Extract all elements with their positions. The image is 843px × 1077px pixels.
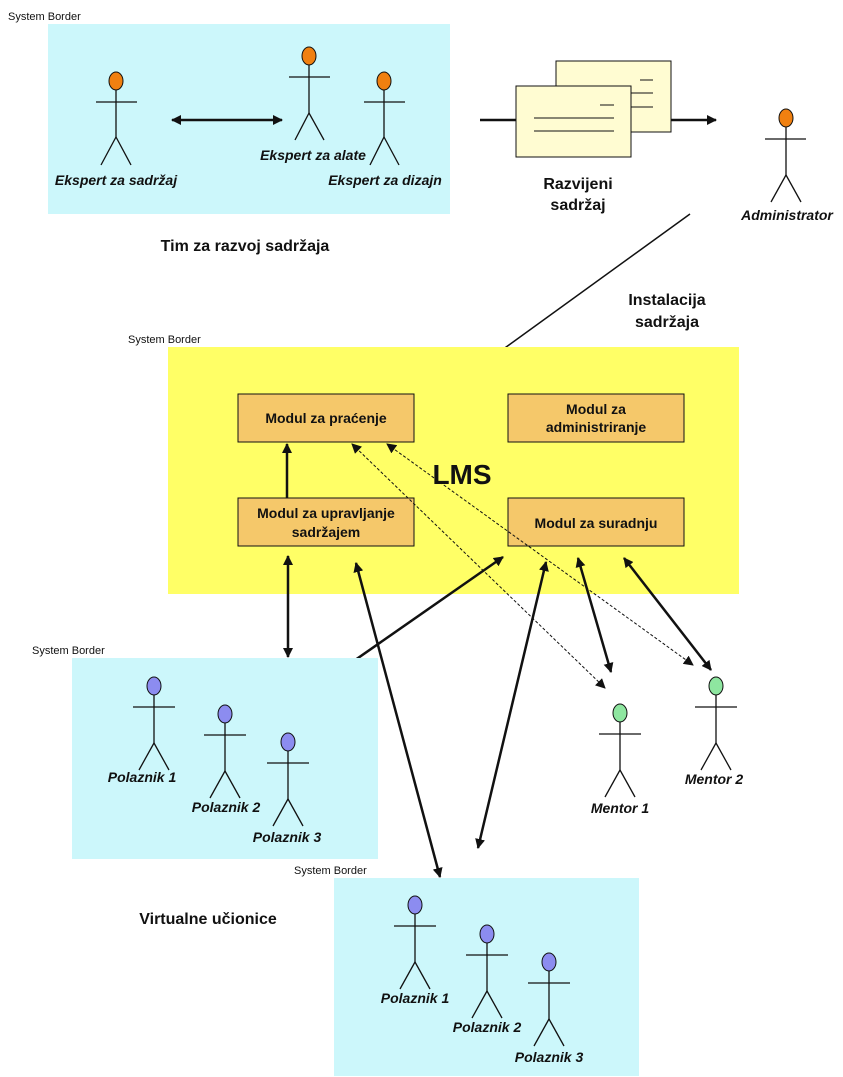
module-content-management[interactable]: Modul za upravljanje sadržajem xyxy=(237,497,415,547)
module-administration[interactable]: Modul za administriranje xyxy=(507,393,685,443)
design-expert-actor: Ekspert za dizajn xyxy=(328,71,442,188)
classroom2-student3-actor: Polaznik 3 xyxy=(515,952,584,1065)
stick-figure-icon xyxy=(528,952,570,1047)
system-border-caption-lms: System Border xyxy=(128,334,201,346)
classroom2-student1-label: Polaznik 1 xyxy=(381,990,450,1006)
design-expert-label: Ekspert za dizajn xyxy=(328,172,442,188)
administrator-actor: Administrator xyxy=(740,108,834,223)
content-expert-label: Ekspert za sadržaj xyxy=(55,172,178,188)
module-admin-label-line1: Modul za xyxy=(566,401,626,417)
stick-figure-icon xyxy=(133,676,175,771)
stick-figure-icon xyxy=(364,71,405,166)
classroom2-student2-label: Polaznik 2 xyxy=(453,1019,522,1035)
stick-figure-icon xyxy=(599,703,641,798)
mentor1-label: Mentor 1 xyxy=(591,800,650,816)
stick-figure-icon xyxy=(765,108,806,203)
stick-figure-icon xyxy=(466,924,508,1019)
module-content-label-line1: Modul za upravljanje xyxy=(257,505,395,521)
system-border-caption-classroom1: System Border xyxy=(32,645,105,657)
classroom1-student3-label: Polaznik 3 xyxy=(253,829,322,845)
classroom1-student3-actor: Polaznik 3 xyxy=(253,732,322,845)
virtual-classrooms-title: Virtualne učionice xyxy=(139,911,277,928)
team-title: Tim za razvoj sadržaja xyxy=(161,238,330,255)
stick-figure-icon xyxy=(267,732,309,827)
collab-mentor1-arrow xyxy=(575,557,614,673)
stick-figure-icon xyxy=(96,71,137,166)
module-content-label-line2: sadržajem xyxy=(292,524,360,540)
stick-figure-icon xyxy=(394,895,436,990)
classroom2-student2-actor: Polaznik 2 xyxy=(453,924,522,1035)
module-collab-label: Modul za suradnju xyxy=(535,515,658,531)
system-border-caption-classroom2: System Border xyxy=(294,865,367,877)
classroom1-student1-actor: Polaznik 1 xyxy=(108,676,177,785)
module-admin-label-line2: administriranje xyxy=(546,419,647,435)
mentor2-label: Mentor 2 xyxy=(685,771,744,787)
classroom1-student2-actor: Polaznik 2 xyxy=(192,704,261,815)
installation-label-line1: Instalacija xyxy=(628,292,705,309)
mentor2-actor: Mentor 2 xyxy=(685,676,744,787)
system-border-caption-team: System Border xyxy=(8,11,81,23)
collab-classroom2-arrow xyxy=(475,561,549,849)
tools-expert-actor: Ekspert za alate xyxy=(260,46,366,163)
installation-arrow xyxy=(483,213,691,364)
classroom2-student1-actor: Polaznik 1 xyxy=(381,895,450,1006)
lms-title: LMS xyxy=(432,459,491,490)
classroom1-student2-label: Polaznik 2 xyxy=(192,799,261,815)
module-tracking-label: Modul za praćenje xyxy=(265,410,387,426)
administrator-label: Administrator xyxy=(740,207,834,223)
module-tracking[interactable]: Modul za praćenje xyxy=(237,393,415,443)
classroom2-student3-label: Polaznik 3 xyxy=(515,1049,584,1065)
module-collaboration[interactable]: Modul za suradnju xyxy=(507,497,685,547)
document-stack-icon xyxy=(515,60,672,158)
developed-content-label-line1: Razvijeni xyxy=(543,176,612,193)
stick-figure-icon xyxy=(289,46,330,141)
classroom1-student1-label: Polaznik 1 xyxy=(108,769,177,785)
content-expert-actor: Ekspert za sadržaj xyxy=(55,71,178,188)
tracking-mentor2-dashed-arrow xyxy=(386,443,694,666)
installation-label-line2: sadržaja xyxy=(635,314,699,331)
mentor1-actor: Mentor 1 xyxy=(591,703,650,816)
stick-figure-icon xyxy=(695,676,737,771)
developed-content-label-line2: sadržaj xyxy=(550,197,605,214)
stick-figure-icon xyxy=(204,704,246,799)
tools-expert-label: Ekspert za alate xyxy=(260,147,366,163)
collab-mentor2-arrow xyxy=(623,557,712,671)
